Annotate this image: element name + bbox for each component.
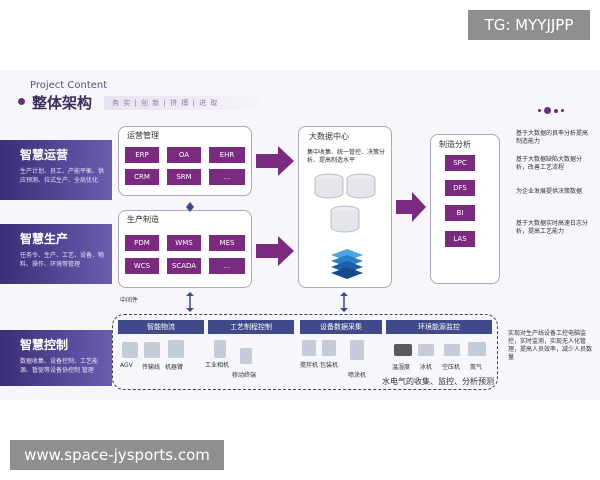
side-desc: 任务令、生产、工艺、设备、物料、操作、环境等管理	[20, 252, 105, 268]
page-title: 整体架构	[32, 94, 93, 112]
database-icon	[314, 173, 376, 233]
prod-more-button[interactable]: ...	[209, 258, 245, 274]
crm-button[interactable]: CRM	[125, 169, 159, 185]
device-label: 传输线	[142, 364, 161, 371]
analysis-note: 基于大数据的良率分析提高制造能力	[516, 130, 589, 145]
las-button[interactable]: LAS	[445, 231, 475, 247]
group-logistics[interactable]: 智能物流	[118, 320, 204, 334]
bigdata-panel: 大数据中心 集中收集、统一管控、决策分析、提高制造水平	[298, 126, 392, 288]
group-process-control[interactable]: 工艺制程控制	[208, 320, 294, 334]
device-label: 冰机	[420, 364, 433, 371]
ops-label: 运营管理	[127, 131, 159, 140]
mobile-terminal-icon	[240, 348, 252, 364]
double-arrow-icon	[186, 292, 194, 312]
arrow-right-icon	[256, 146, 294, 176]
analysis-note: 基于大数据实时高速日志分析，提高工艺能力	[516, 220, 589, 235]
bigdata-label: 大数据中心	[309, 132, 349, 141]
device-label: 喷涂机	[348, 372, 367, 379]
device-label: 空压机	[442, 364, 461, 371]
watermark-tg: TG: MYYJJPP	[468, 10, 590, 40]
wcs-button[interactable]: WCS	[125, 258, 159, 274]
side-smart-control: 智慧控制 数据收集、设备控制、工艺能源、暂驱等设备协控制 管理	[0, 330, 112, 386]
thermometer-icon	[394, 344, 412, 356]
analysis-note: 基于大数据缺陷大数据分析，改善工艺流程	[516, 156, 583, 171]
control-footer: 水电气的收集、监控、分析预测	[382, 377, 494, 386]
double-arrow-icon	[340, 292, 348, 312]
analysis-label: 制造分析	[439, 140, 471, 149]
chiller-icon	[418, 344, 434, 356]
page-subtitle: 务 实 | 创 新 | 拼 搏 | 进 取	[104, 96, 260, 110]
conveyor-icon	[144, 342, 160, 358]
srm-button[interactable]: SRM	[167, 169, 201, 185]
oa-button[interactable]: OA	[167, 147, 201, 163]
sprayer-icon	[350, 340, 364, 360]
side-smart-operations: 智慧运营 生产计划、员工、产能平衡、供应预测、拉式生产、全局优化	[0, 140, 112, 200]
prod-panel: 生产制造 PDM WMS MES WCS SCADA ...	[118, 210, 252, 288]
device-label: 温湿度	[392, 364, 411, 371]
watermark-site: www.space-jysports.com	[10, 440, 224, 470]
robot-arm-icon	[168, 340, 184, 358]
device-label: 包装机	[320, 362, 339, 369]
nitrogen-icon	[468, 342, 486, 356]
erp-button[interactable]: ERP	[125, 147, 159, 163]
pdm-button[interactable]: PDM	[125, 235, 159, 251]
device-label: 氮气	[470, 364, 483, 371]
decor-dots-icon	[538, 100, 567, 119]
double-arrow-icon	[186, 202, 194, 212]
bi-button[interactable]: BI	[445, 205, 475, 221]
group-energy-monitor[interactable]: 环境能源监控	[386, 320, 492, 334]
group-device-data[interactable]: 设备数据采集	[300, 320, 382, 334]
device-label: 机器臂	[165, 364, 184, 371]
device-label: 移动终端	[232, 372, 257, 379]
arrow-right-icon	[256, 236, 294, 266]
prod-label: 生产制造	[127, 215, 159, 224]
control-note: 实现对生产线设备工控电脑监控，实时监测，实现无人化管理，提高人员效率，减少人员数…	[508, 330, 593, 361]
bigdata-desc: 集中收集、统一管控、决策分析、提高制造水平	[307, 149, 386, 164]
side-title: 智慧控制	[20, 338, 69, 352]
device-label: 工业相机	[205, 362, 230, 369]
analysis-note: 为企业发展提供决策数据	[516, 188, 583, 195]
middleware-label: 中间件	[120, 297, 139, 304]
side-desc: 数据收集、设备控制、工艺能源、暂驱等设备协控制 管理	[20, 358, 99, 374]
side-title: 智慧生产	[20, 232, 69, 246]
project-label: Project Content	[30, 80, 108, 91]
device-label: AGV	[120, 362, 133, 369]
control-area	[112, 314, 498, 390]
title-bullet-icon	[18, 98, 25, 105]
side-title: 智慧运营	[20, 148, 69, 162]
ops-more-button[interactable]: ...	[209, 169, 245, 185]
server-stack-icon	[331, 249, 363, 279]
agv-icon	[122, 342, 138, 358]
analysis-panel: 制造分析 SPC DFS BI LAS	[430, 134, 500, 284]
air-compressor-icon	[444, 344, 460, 356]
mes-button[interactable]: MES	[209, 235, 245, 251]
camera-icon	[214, 340, 226, 358]
spc-button[interactable]: SPC	[445, 155, 475, 171]
wms-button[interactable]: WMS	[167, 235, 201, 251]
mixer-icon	[302, 340, 316, 356]
scada-button[interactable]: SCADA	[167, 258, 201, 274]
side-desc: 生产计划、员工、产能平衡、供应预测、拉式生产、全局优化	[20, 168, 105, 184]
packer-icon	[322, 340, 336, 356]
side-smart-production: 智慧生产 任务令、生产、工艺、设备、物料、操作、环境等管理	[0, 224, 112, 284]
ehr-button[interactable]: EHR	[209, 147, 245, 163]
arrow-right-icon	[396, 192, 426, 222]
device-label: 搅拌机	[300, 362, 319, 369]
ops-panel: 运营管理 ERP OA EHR CRM SRM ...	[118, 126, 252, 196]
dfs-button[interactable]: DFS	[445, 180, 475, 196]
